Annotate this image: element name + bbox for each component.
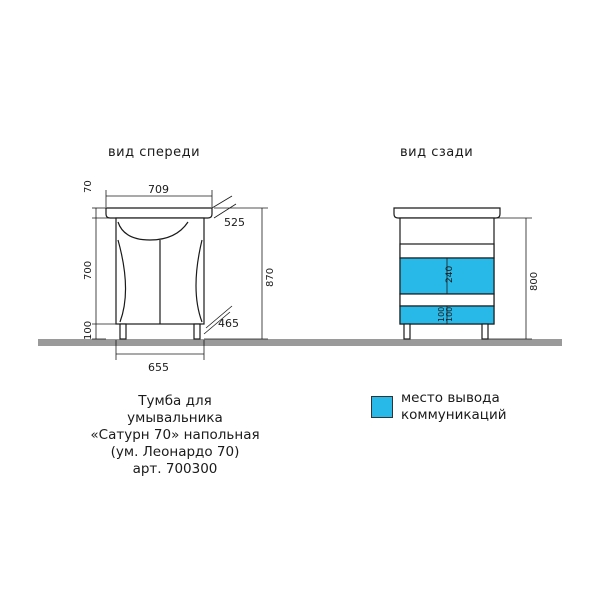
dim-leg-height: 100 [83,321,94,340]
caption-line-5: арт. 700300 [132,461,218,477]
back-leg-left [403,323,411,340]
front-leg-right [193,323,201,340]
dim-back-total-height: 800 [529,272,540,291]
caption-line-2: умывальника [127,410,223,426]
front-basin-curve [117,221,189,241]
dim-top-width: 709 [148,183,169,196]
back-panel-mid [399,293,495,307]
front-view-title: вид спереди [108,145,201,160]
back-dimensions [446,217,532,340]
dim-bottom-width: 655 [148,361,169,374]
legend-swatch [371,396,393,418]
caption-line-3: «Сатурн 70» напольная [90,427,260,443]
back-top [393,207,501,219]
dim-body-height: 700 [83,261,94,280]
legend-line-1: место вывода [401,390,500,406]
dim-opening-upper: 240 [445,266,455,283]
caption-line-1: Тумба для [138,393,212,409]
legend-text: место вывода коммуникаций [401,390,507,424]
product-caption: Тумба для умывальника «Сатурн 70» наполь… [70,393,280,478]
dim-body-depth: 465 [218,317,239,330]
dim-total-height: 870 [265,268,276,287]
dim-top-height: 70 [83,180,94,193]
back-view-title: вид сзади [400,145,474,160]
front-door-left [117,239,127,323]
back-leg-right [481,323,489,340]
front-basin-top [105,207,213,219]
dim-opening-lower-a: 100 [437,307,446,322]
floor-line [38,339,562,346]
caption-line-4: (ум. Леонардо 70) [110,444,240,460]
front-dimensions [92,190,268,360]
front-door-right [195,239,203,323]
dim-opening-lower-b: 100 [445,307,454,322]
front-leg-left [119,323,127,340]
back-panel-top [399,243,495,259]
dim-top-depth: 525 [224,216,245,229]
front-view [105,207,213,340]
legend-line-2: коммуникаций [401,407,507,423]
